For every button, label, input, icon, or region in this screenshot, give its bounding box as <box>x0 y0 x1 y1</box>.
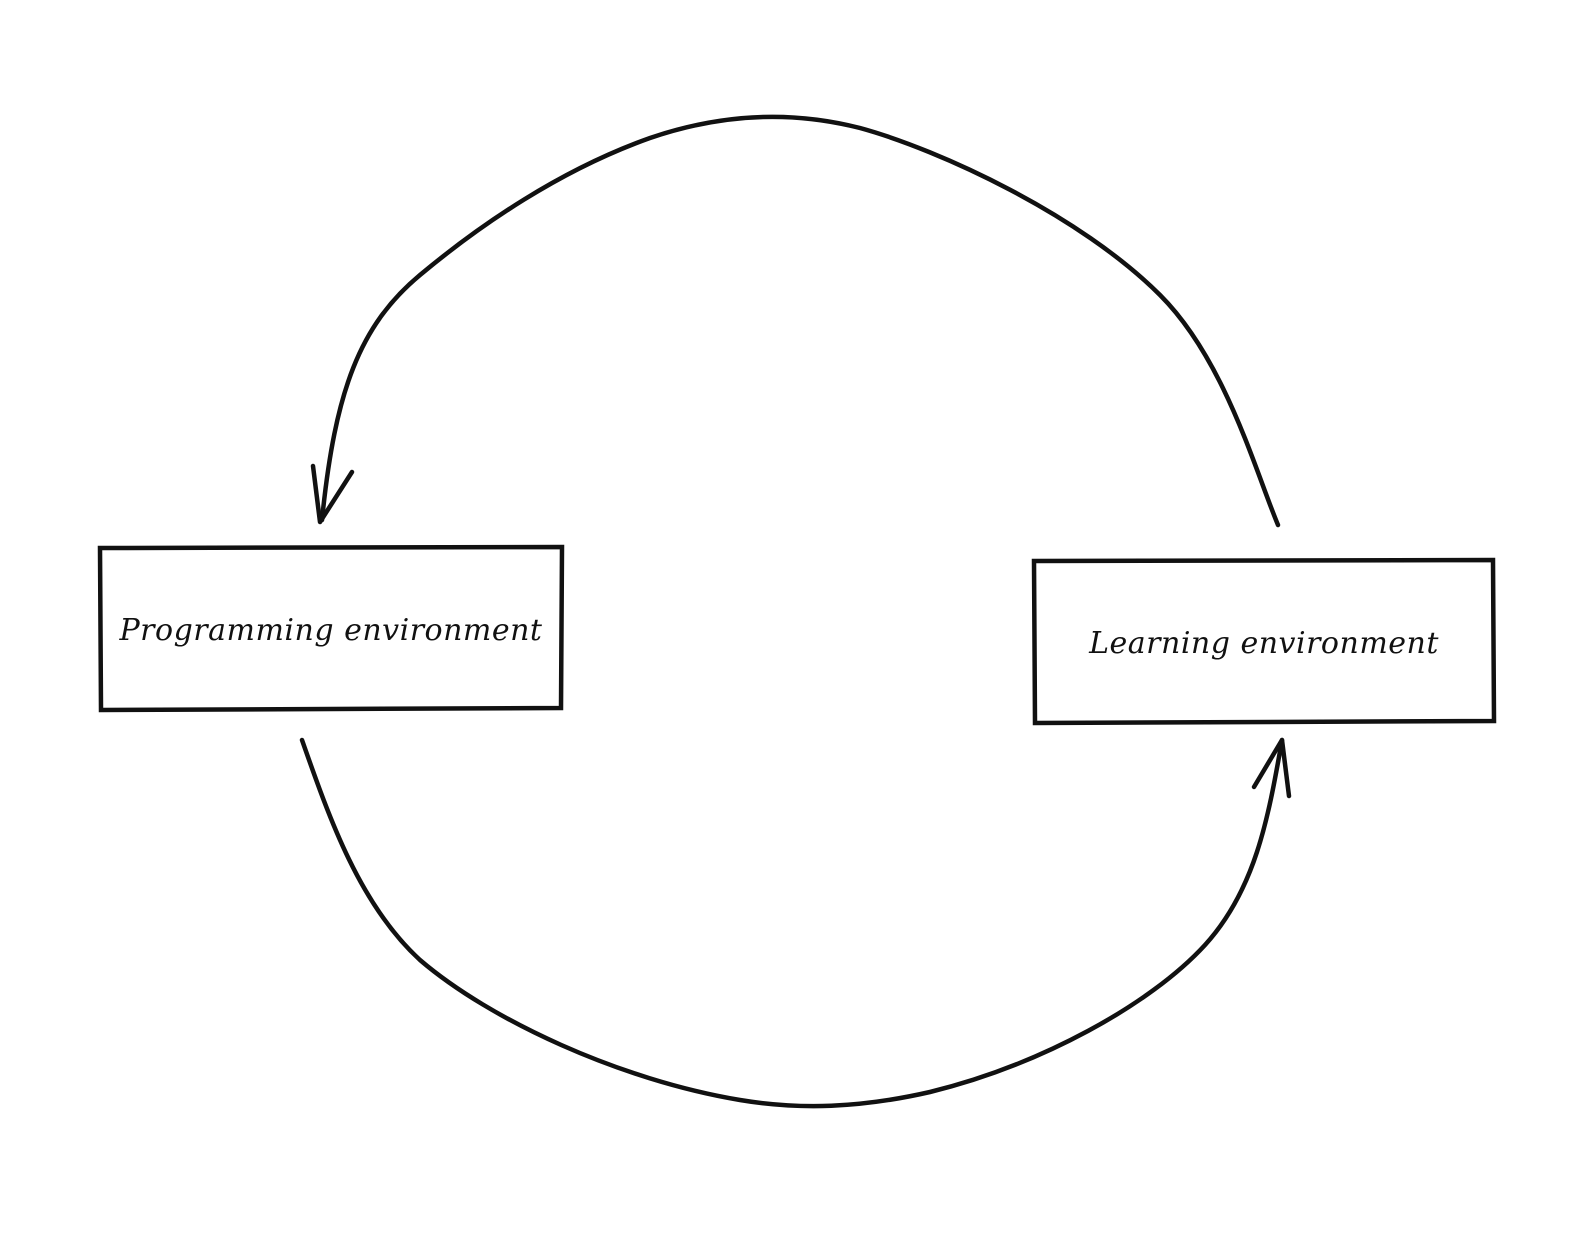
edge-programming-to-learning-arrowhead <box>1251 737 1292 799</box>
node-programming-environment: Programming environment <box>97 544 565 713</box>
node-learning-environment: Learning environment <box>1031 557 1497 726</box>
edge-programming-to-learning <box>299 737 1292 1109</box>
edge-learning-to-programming <box>310 114 1281 528</box>
node-programming-environment-border <box>97 544 565 713</box>
node-programming-environment-label: Programming environment <box>119 613 543 648</box>
edge-programming-to-learning-curve <box>299 737 1285 1109</box>
node-learning-environment-border <box>1031 557 1497 726</box>
edge-learning-to-programming-arrowhead <box>310 463 355 525</box>
edge-learning-to-programming-curve <box>319 114 1281 528</box>
node-learning-environment-label: Learning environment <box>1088 626 1439 661</box>
